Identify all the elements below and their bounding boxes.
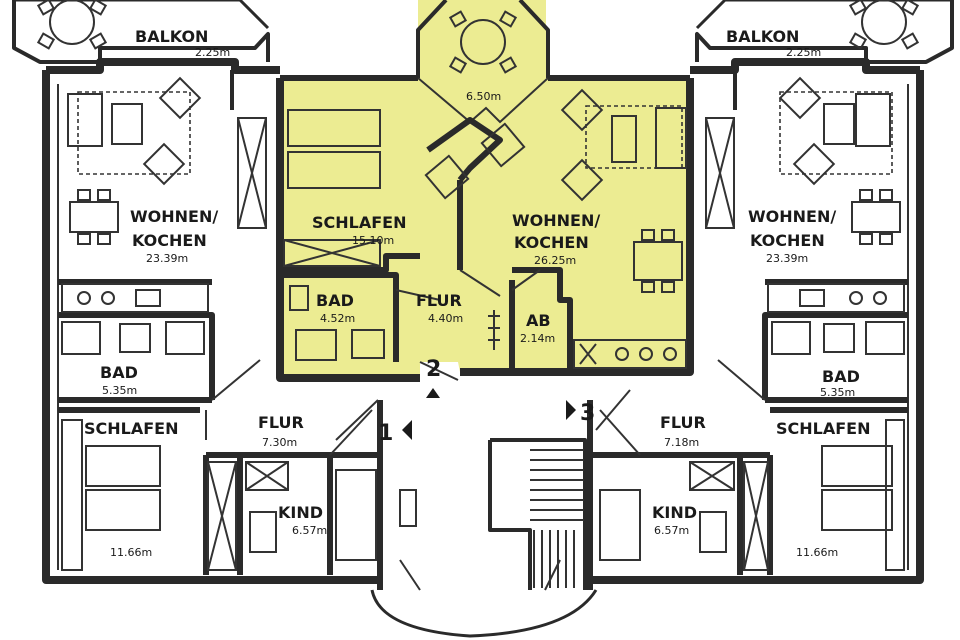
arrow-right-icon	[566, 400, 576, 420]
arrow-left-icon	[402, 420, 412, 440]
right-balcony-label: BALKON	[726, 27, 799, 46]
left-living-label-2: KOCHEN	[132, 231, 207, 250]
bed-icon	[599, 489, 641, 561]
right-kid-label: KIND	[652, 503, 697, 522]
unit-number-3: 3	[580, 401, 595, 426]
wardrobe-icon	[705, 117, 735, 229]
left-hall-area: 7.30m	[262, 436, 297, 449]
center-storage-area: 2.14m	[520, 332, 555, 345]
right-hall-label: FLUR	[660, 413, 706, 432]
dining-table-icon	[633, 241, 683, 281]
wardrobe-icon	[207, 461, 237, 571]
center-bedroom-area: 15.10m	[352, 234, 394, 247]
left-kid-label: KIND	[278, 503, 323, 522]
armchair-icon	[158, 76, 202, 120]
bed-icon	[287, 109, 381, 147]
left-bath-area: 5.35m	[102, 384, 137, 397]
right-bedroom-label: SCHLAFEN	[776, 419, 870, 438]
bathtub-icon	[165, 321, 205, 355]
left-living-label: WOHNEN/	[130, 207, 218, 226]
right-bath-label: BAD	[822, 367, 860, 386]
left-unit: WOHNEN/ KOCHEN 23.39m BAD 5.35m SCHLAFEN…	[58, 70, 383, 590]
left-kid-area: 6.57m	[292, 524, 327, 537]
toilet-icon	[119, 323, 151, 353]
armchair-icon	[142, 142, 186, 186]
bed-icon	[821, 489, 893, 531]
right-kid-area: 6.57m	[654, 524, 689, 537]
sink-icon	[289, 285, 309, 311]
center-living-label-2: KOCHEN	[514, 233, 589, 252]
left-bath-label: BAD	[100, 363, 138, 382]
bathtub-icon	[295, 329, 337, 361]
stairwell	[370, 438, 598, 638]
armchair-icon	[560, 158, 604, 202]
coffee-table-icon	[823, 103, 855, 145]
armchair-icon	[560, 88, 604, 132]
kitchen-counter-icon	[61, 283, 209, 313]
bathtub-icon	[771, 321, 811, 355]
right-balcony-area: 2.25m	[786, 46, 821, 59]
desk-icon	[699, 511, 727, 553]
dining-table-icon	[69, 201, 119, 233]
center-bath-area: 4.52m	[320, 312, 355, 325]
center-hall-label: FLUR	[416, 291, 462, 310]
sink-icon	[61, 321, 101, 355]
armchair-icon	[778, 76, 822, 120]
toilet-icon	[823, 323, 855, 353]
left-balcony: BALKON 2.25m	[12, 0, 270, 64]
wardrobe-icon	[283, 239, 381, 267]
sink-icon	[865, 321, 905, 355]
kitchen-counter-icon	[767, 283, 905, 313]
bed-icon	[85, 489, 161, 531]
center-bath-label: BAD	[316, 291, 354, 310]
center-balcony: 6.50m	[416, 0, 550, 124]
left-balcony-area: 2.25m	[195, 46, 230, 59]
left-balcony-label: BALKON	[135, 27, 208, 46]
balcony-table-icon	[49, 0, 95, 45]
center-unit: SCHLAFEN 15.10m WOHNEN/ KOCHEN 26.25m BA…	[283, 88, 687, 370]
left-hall-label: FLUR	[258, 413, 304, 432]
center-hall-area: 4.40m	[428, 312, 463, 325]
right-hall-area: 7.18m	[664, 436, 699, 449]
right-unit: WOHNEN/ KOCHEN 23.39m BAD 5.35m SCHLAFEN…	[587, 70, 908, 590]
toilet-icon	[351, 329, 385, 359]
bed-icon	[335, 469, 377, 561]
center-living-area: 26.25m	[534, 254, 576, 267]
bed-icon	[821, 445, 893, 487]
right-balcony: BALKON 2.25m	[695, 0, 954, 64]
armchair-icon	[67, 93, 103, 147]
center-bedroom-label: SCHLAFEN	[312, 213, 406, 232]
armchair-icon	[855, 93, 891, 147]
wardrobe-icon	[743, 461, 769, 571]
unit-number-1: 1	[378, 421, 393, 446]
coffee-table-icon	[111, 103, 143, 145]
exterior-walls	[42, 58, 924, 584]
unit-markers: 2 1 3	[335, 357, 631, 446]
armchair-icon	[792, 142, 836, 186]
center-balcony-area: 6.50m	[466, 90, 501, 103]
dining-table-icon	[851, 201, 901, 233]
arrow-up-icon	[426, 388, 440, 398]
wardrobe-icon	[237, 117, 267, 229]
left-bedroom-label: SCHLAFEN	[84, 419, 178, 438]
right-bedroom-area: 11.66m	[796, 546, 838, 559]
unit-number-2: 2	[426, 357, 441, 382]
bed-icon	[85, 445, 161, 487]
right-bath-area: 5.35m	[820, 386, 855, 399]
balcony-table-icon	[861, 0, 907, 45]
desk-icon	[249, 511, 277, 553]
coffee-table-icon	[611, 115, 637, 163]
right-living-area: 23.39m	[766, 252, 808, 265]
right-living-label-2: KOCHEN	[750, 231, 825, 250]
kitchen-counter-icon	[573, 339, 687, 369]
right-living-label: WOHNEN/	[748, 207, 836, 226]
center-storage-label: AB	[526, 311, 551, 330]
center-living-label: WOHNEN/	[512, 211, 600, 230]
mailbox-icon	[399, 489, 417, 527]
balcony-table-icon	[460, 19, 506, 65]
left-living-area: 23.39m	[146, 252, 188, 265]
left-bedroom-area: 11.66m	[110, 546, 152, 559]
bed-icon	[287, 151, 381, 189]
